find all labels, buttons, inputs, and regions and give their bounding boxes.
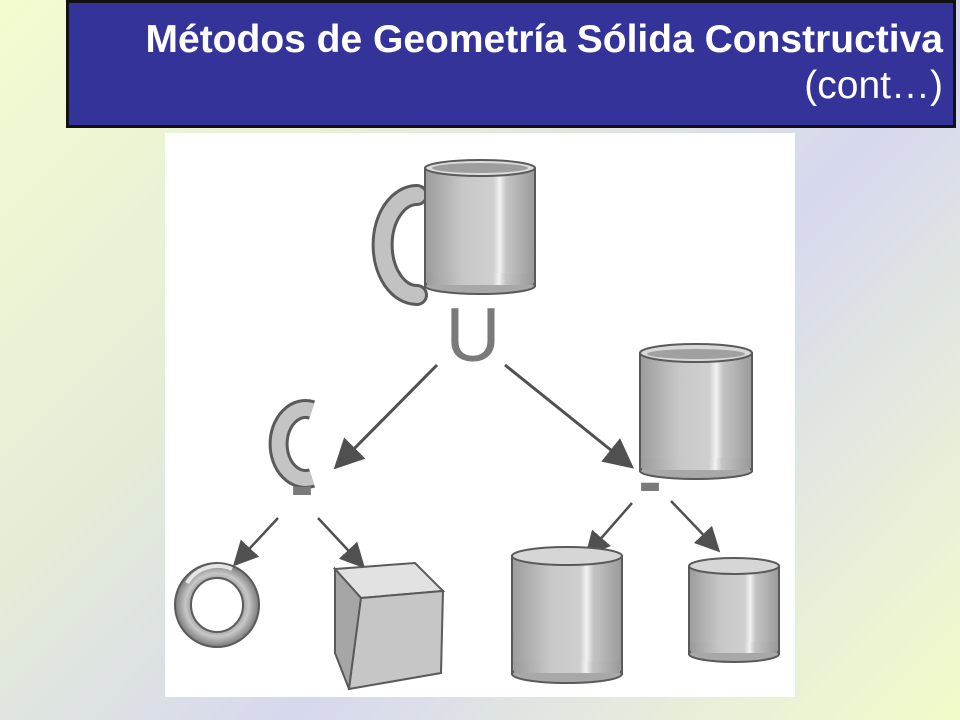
box-solid [332,561,446,691]
slide-title: Métodos de Geometría Sólida Constructiva [145,18,943,61]
arrow-to-inner-cylinder [670,500,721,553]
arrow-to-box [317,517,366,569]
arrow-to-outer-cylinder [585,502,633,557]
handle-solid [268,399,315,489]
csg-tree-diagram: U - - [165,133,795,697]
mug-solid [371,159,536,306]
arrow-to-torus [232,517,279,567]
torus-solid [174,562,260,648]
cup-solid [639,343,753,480]
outer-cylinder-solid [511,546,623,684]
arrow-to-cup [504,363,635,469]
slide-subtitle: (cont…) [804,64,943,107]
left-difference-operator: - [290,446,313,524]
right-difference-operator: - [638,442,661,520]
arrow-to-handle [333,363,439,470]
inner-cylinder-solid [688,557,780,663]
union-operator: U [446,293,501,378]
slide-title-box: Métodos de Geometría Sólida Constructiva… [66,0,956,128]
